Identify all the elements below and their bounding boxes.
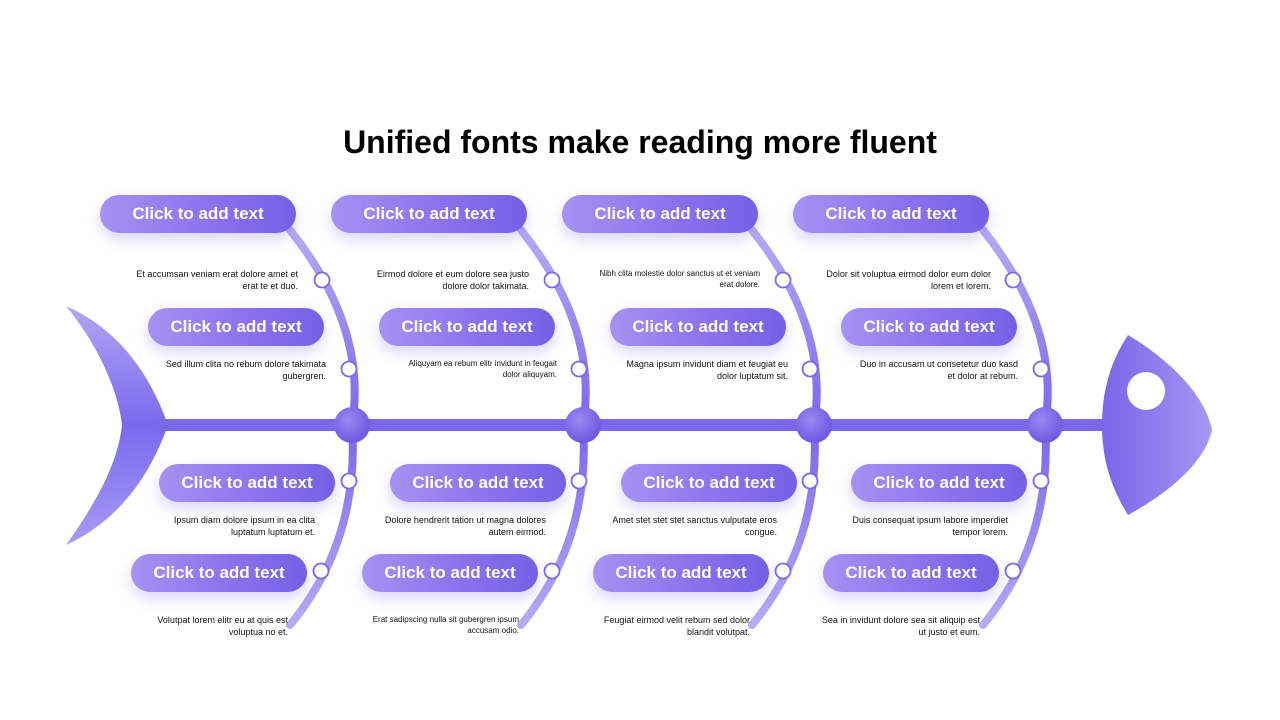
spine-node — [796, 407, 832, 443]
cause-note-14: Erat sadipscing nulla sit gubergren ipsu… — [372, 615, 519, 635]
cause-label-10[interactable]: Click to add text — [390, 464, 566, 502]
fish-tail-icon — [66, 306, 168, 545]
fish-head-icon — [1102, 335, 1212, 515]
cause-label-9[interactable]: Click to add text — [159, 464, 335, 502]
cause-label-12[interactable]: Click to add text — [851, 464, 1027, 502]
cause-label-13[interactable]: Click to add text — [131, 554, 307, 592]
cause-note-10: Dolore hendrerit tation ut magna dolores… — [384, 515, 546, 537]
cause-label-7[interactable]: Click to add text — [610, 308, 786, 346]
bone-point — [340, 360, 358, 378]
bone-point — [313, 271, 331, 289]
cause-label-14[interactable]: Click to add text — [362, 554, 538, 592]
cause-note-5: Sed illum clita no rebum dolore takimata… — [165, 359, 326, 381]
slide-title: Unified fonts make reading more fluent — [343, 124, 937, 160]
cause-note-15: Feugiat eirmod velit rebum sed dolor bla… — [603, 615, 750, 637]
bone-point — [340, 472, 358, 490]
bone-point — [1004, 271, 1022, 289]
bone-point — [1032, 360, 1050, 378]
cause-note-1: Et accumsan veniam erat dolore amet et e… — [136, 269, 298, 291]
spine-node — [1027, 407, 1063, 443]
bone-point — [801, 360, 819, 378]
bone-point — [774, 271, 792, 289]
cause-note-11: Amet stet stet stet sanctus vulputate er… — [612, 515, 777, 537]
fish-spine — [150, 419, 1110, 431]
bone-point — [801, 472, 819, 490]
cause-note-7: Magna ipsum invidunt diam et feugiat eu … — [626, 359, 788, 381]
cause-label-6[interactable]: Click to add text — [379, 308, 555, 346]
bone-3 — [748, 226, 832, 629]
cause-label-1[interactable]: Click to add text — [100, 195, 296, 233]
cause-note-6: Aliquyam ea rebum elitr invidunt in feug… — [408, 359, 557, 379]
cause-note-16: Sea in invidunt dolore sea sit aliquip e… — [821, 615, 980, 637]
cause-label-8[interactable]: Click to add text — [841, 308, 1017, 346]
cause-label-15[interactable]: Click to add text — [593, 554, 769, 592]
cause-note-4: Dolor sit voluptua eirmod dolor eum dolo… — [826, 269, 991, 291]
bone-point — [543, 562, 561, 580]
cause-note-3: Nibh clita molestie dolor sanctus ut et … — [599, 269, 760, 289]
cause-label-4[interactable]: Click to add text — [793, 195, 989, 233]
bone-point — [543, 271, 561, 289]
bone-point — [774, 562, 792, 580]
fish-eye-icon — [1127, 372, 1165, 410]
bone-2 — [517, 226, 601, 629]
cause-label-11[interactable]: Click to add text — [621, 464, 797, 502]
bone-point — [570, 360, 588, 378]
cause-note-8: Duo in accusam ut consetetur duo kasd et… — [859, 359, 1018, 381]
cause-label-16[interactable]: Click to add text — [823, 554, 999, 592]
cause-note-9: Ipsum diam dolore ipsum in ea clita lupt… — [173, 515, 315, 537]
cause-label-3[interactable]: Click to add text — [562, 195, 758, 233]
spine-node — [334, 407, 370, 443]
bone-1 — [286, 226, 370, 629]
bone-point — [1004, 562, 1022, 580]
bone-point — [1032, 472, 1050, 490]
cause-note-13: Volutpat lorem elitr eu at quis est volu… — [157, 615, 288, 637]
cause-label-2[interactable]: Click to add text — [331, 195, 527, 233]
bone-4 — [979, 226, 1063, 629]
spine-node — [565, 407, 601, 443]
cause-note-12: Duis consequat ipsum labore imperdiet te… — [852, 515, 1008, 537]
cause-label-5[interactable]: Click to add text — [148, 308, 324, 346]
cause-note-2: Eirmod dolore et eum dolore sea justo do… — [376, 269, 529, 291]
bone-point — [312, 562, 330, 580]
bone-point — [570, 472, 588, 490]
